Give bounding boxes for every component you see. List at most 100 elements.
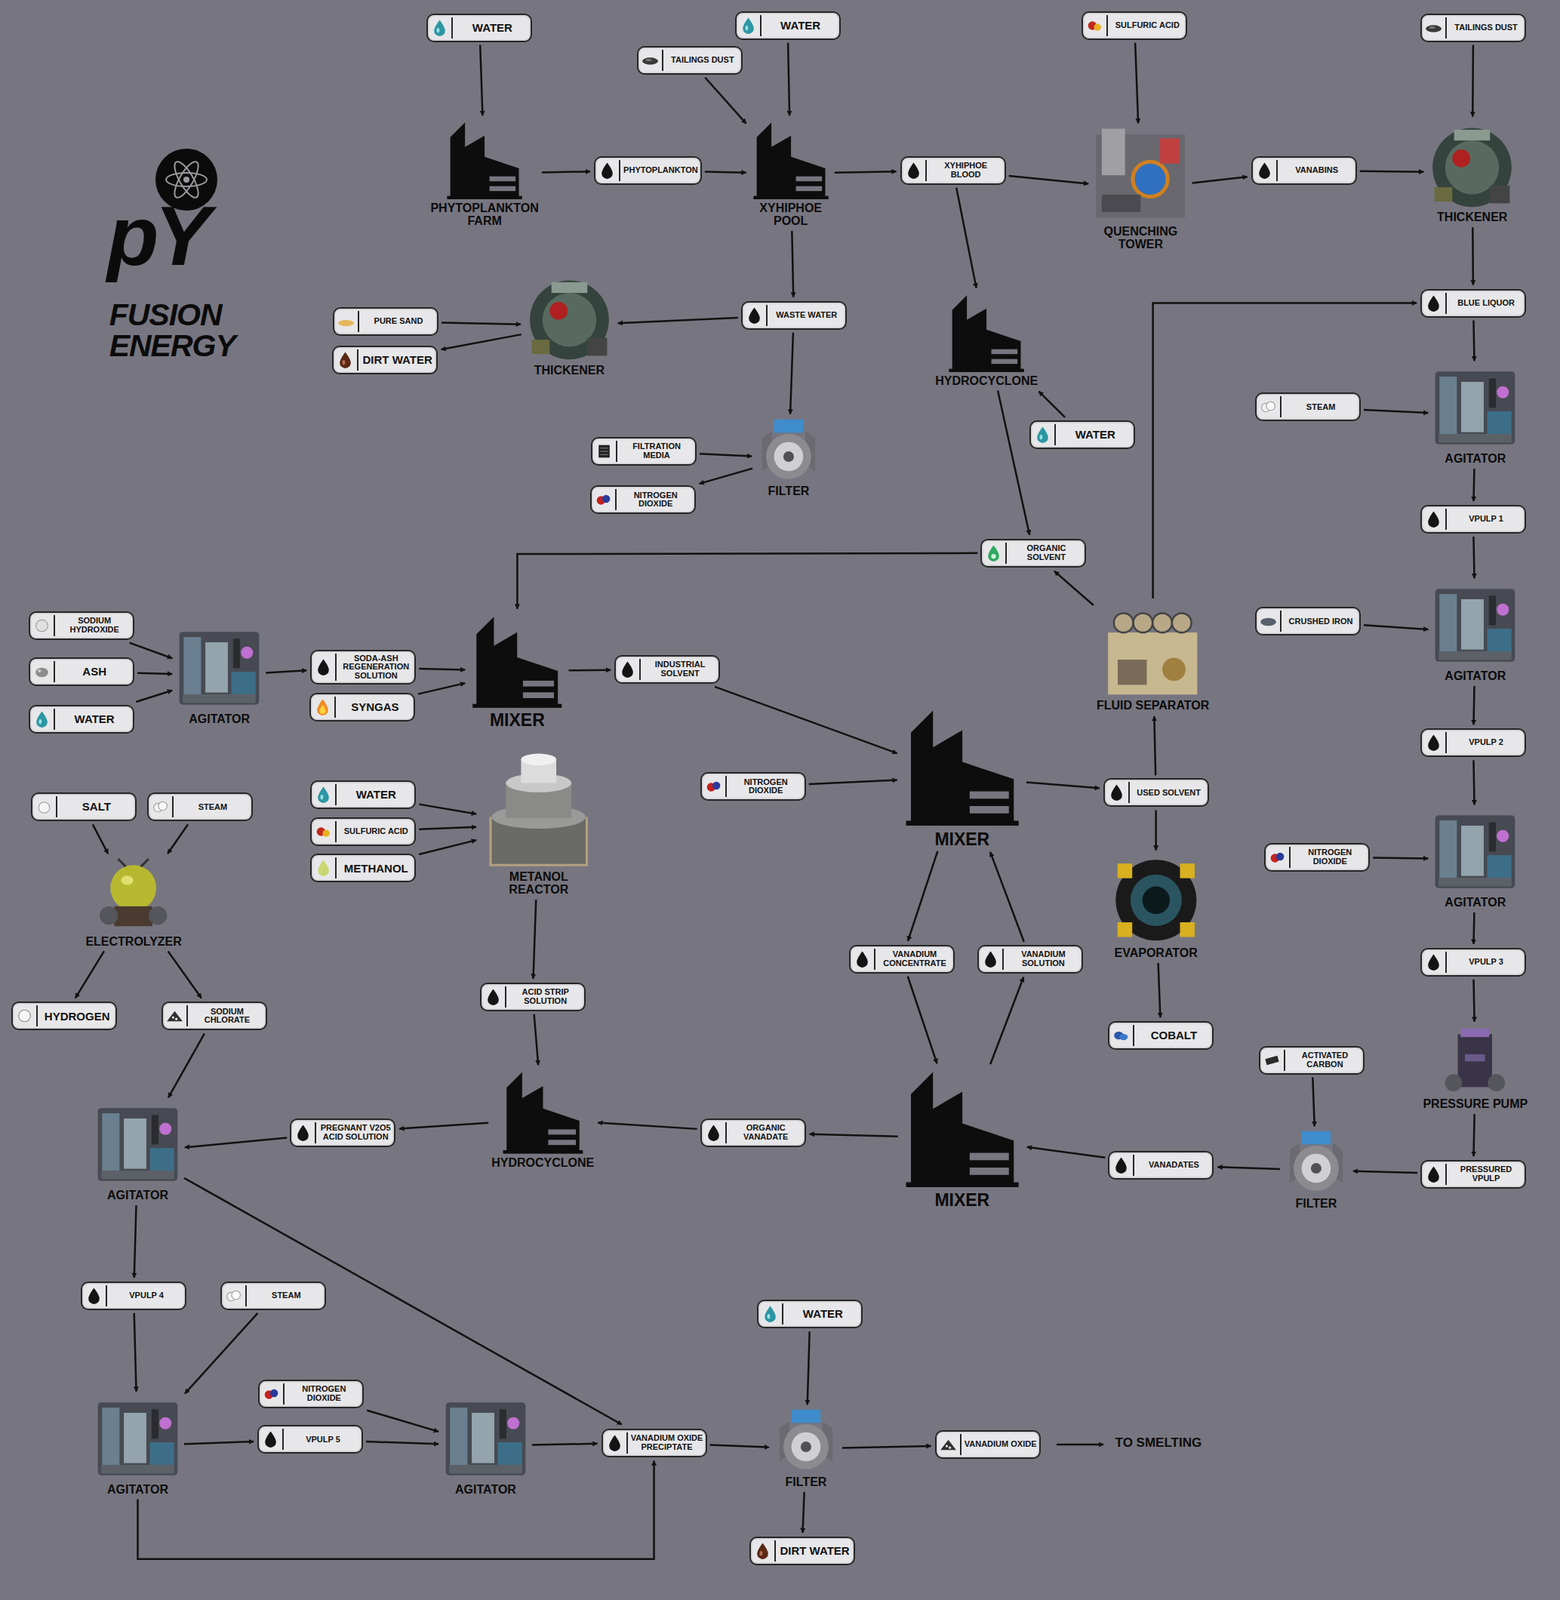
flow-arrow bbox=[1027, 1147, 1106, 1158]
flow-arrow bbox=[1472, 912, 1475, 945]
icon-part bbox=[645, 58, 652, 62]
icon-part bbox=[907, 162, 920, 179]
icon-part bbox=[297, 1124, 309, 1141]
icon-part bbox=[1260, 618, 1277, 626]
icon-part bbox=[587, 338, 607, 357]
icon-part bbox=[795, 176, 822, 182]
machine-icon bbox=[443, 119, 526, 201]
machine-node: MIXER bbox=[901, 1067, 1024, 1210]
item-label: VPULP 1 bbox=[1449, 514, 1524, 524]
icon-part bbox=[905, 821, 1019, 826]
item-icon bbox=[760, 1304, 780, 1324]
icon-part bbox=[969, 806, 1010, 815]
item-pill: WATER bbox=[756, 1299, 863, 1329]
machine-icon bbox=[901, 705, 1024, 828]
machine-node: XYHIPHOE POOL bbox=[750, 119, 832, 228]
flow-arrow bbox=[704, 77, 746, 124]
flow-arrow bbox=[803, 1492, 805, 1533]
machine-label: QUENCHING TOWER bbox=[1103, 225, 1178, 252]
item-icon bbox=[938, 1435, 958, 1455]
machine-icon bbox=[1431, 364, 1519, 452]
icon-part bbox=[523, 692, 554, 699]
icon-part bbox=[231, 671, 256, 698]
machine-node: FLUID SEPARATOR bbox=[1096, 601, 1210, 713]
item-label: WATER bbox=[1058, 428, 1133, 441]
icon-part bbox=[18, 1010, 31, 1023]
item-pill: PREGNANT V2O5 ACID SOLUTION bbox=[289, 1118, 396, 1148]
flow-arrow bbox=[569, 668, 612, 671]
item-pill: XYHIPHOE BLOOD bbox=[900, 156, 1007, 185]
icon-part bbox=[600, 447, 608, 449]
machine-node: AGITATOR bbox=[1431, 581, 1519, 684]
item-pill: WATER bbox=[28, 704, 135, 734]
flow-arrow bbox=[1312, 1077, 1314, 1127]
machine-icon bbox=[95, 857, 172, 934]
icon-part bbox=[184, 636, 202, 698]
icon-part bbox=[1465, 1053, 1486, 1061]
icon-part bbox=[988, 544, 1000, 561]
icon-part bbox=[489, 176, 517, 182]
icon-part bbox=[1487, 855, 1512, 881]
item-icon bbox=[1107, 783, 1127, 803]
icon-part bbox=[1440, 820, 1458, 881]
flow-arrow bbox=[441, 322, 521, 324]
item-pill: USED SOLVENT bbox=[1103, 778, 1210, 807]
icon-part bbox=[1445, 1073, 1463, 1092]
flow-arrow bbox=[791, 230, 794, 298]
item-pill: VPULP 2 bbox=[1420, 728, 1527, 757]
icon-part bbox=[952, 295, 1022, 370]
icon-part bbox=[317, 860, 330, 877]
flow-arrow bbox=[418, 827, 477, 830]
machine-label: AGITATOR bbox=[107, 1189, 169, 1203]
icon-part bbox=[600, 450, 608, 452]
item-label: PREGNANT V2O5 ACID SOLUTION bbox=[318, 1123, 393, 1142]
icon-part bbox=[1094, 23, 1102, 31]
flow-arrow bbox=[809, 1134, 899, 1137]
item-icon bbox=[15, 1006, 34, 1026]
item-pill: DIRT WATER bbox=[332, 345, 438, 375]
icon-part bbox=[969, 791, 1010, 800]
icon-part bbox=[323, 829, 330, 837]
icon-part bbox=[1425, 24, 1442, 32]
flow-arrow bbox=[265, 670, 307, 673]
item-icon bbox=[1258, 397, 1278, 417]
item-label: PURE SAND bbox=[361, 316, 436, 327]
icon-part bbox=[449, 1407, 468, 1468]
icon-part bbox=[98, 1108, 179, 1182]
machine-label: AGITATOR bbox=[455, 1483, 517, 1497]
flow-arrow bbox=[1026, 782, 1100, 789]
flow-arrow bbox=[534, 1014, 539, 1065]
flow-arrow bbox=[184, 1441, 254, 1444]
icon-part bbox=[1117, 659, 1148, 685]
machine-node: AGITATOR bbox=[94, 1101, 182, 1203]
machine-label: PHYTOPLANKTON FARM bbox=[430, 202, 539, 228]
icon-part bbox=[523, 680, 554, 687]
icon-part bbox=[1141, 886, 1170, 914]
item-label: WATER bbox=[763, 19, 838, 32]
item-icon bbox=[313, 697, 333, 717]
item-label: VANADIUM CONCENTRATE bbox=[877, 950, 952, 968]
flow-arrow bbox=[1135, 43, 1139, 124]
flow-arrow bbox=[710, 1444, 770, 1447]
icon-part bbox=[969, 1153, 1010, 1161]
icon-part bbox=[449, 1464, 523, 1474]
item-icon bbox=[704, 1123, 724, 1142]
item-icon bbox=[1424, 510, 1444, 530]
icon-part bbox=[1132, 162, 1168, 197]
machine-icon bbox=[1092, 126, 1189, 224]
flow-arrow bbox=[597, 1123, 697, 1130]
flow-arrow bbox=[399, 1123, 489, 1130]
logo-text: pY bbox=[107, 193, 207, 279]
machine-node: HYDROCYCLONE bbox=[935, 292, 1038, 388]
machine-node: FILTER bbox=[755, 418, 822, 499]
icon-part bbox=[471, 1412, 495, 1464]
flow-arrow bbox=[834, 171, 897, 173]
item-label: HYDROGEN bbox=[40, 1010, 114, 1023]
icon-part bbox=[1110, 784, 1123, 801]
flow-arrow bbox=[1153, 303, 1417, 599]
item-icon bbox=[1255, 160, 1274, 180]
item-pill: VANADIUM OXIDE PRECIPTATE bbox=[601, 1428, 708, 1458]
icon-part bbox=[1179, 922, 1194, 937]
flow-arrow bbox=[1472, 320, 1475, 362]
icon-part bbox=[1490, 184, 1511, 204]
